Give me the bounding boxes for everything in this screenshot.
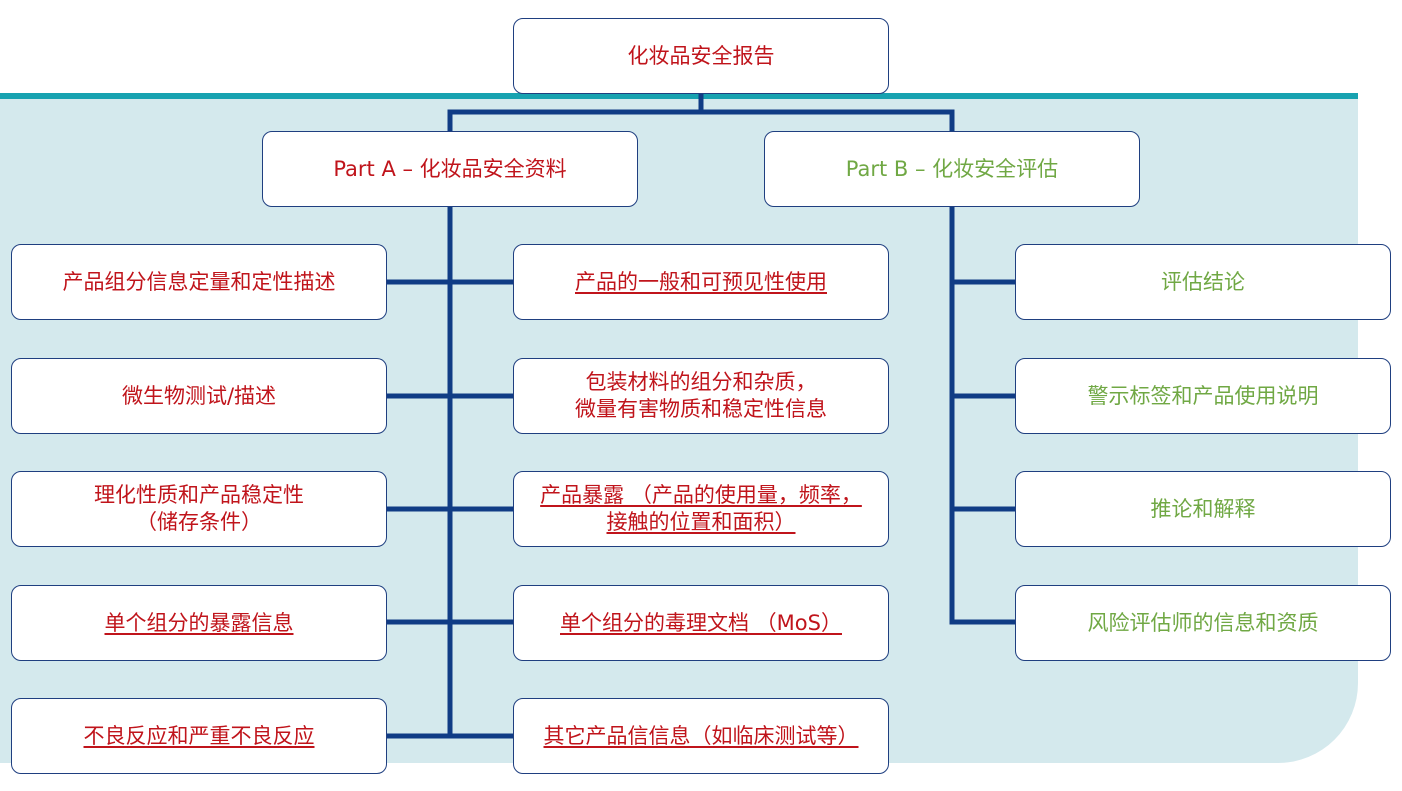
part-a-right-item: 包装材料的组分和杂质， 微量有害物质和稳定性信息 bbox=[513, 358, 889, 434]
root-node: 化妆品安全报告 bbox=[513, 18, 889, 94]
root-label: 化妆品安全报告 bbox=[627, 43, 775, 68]
part-b-item: 评估结论 bbox=[1015, 244, 1391, 320]
part-a-right-item: 产品的一般和可预见性使用 bbox=[513, 244, 889, 320]
item-label: 推论和解释 bbox=[1150, 496, 1256, 521]
part-b-label: Part B – 化妆安全评估 bbox=[845, 156, 1059, 181]
item-label: 理化性质和产品稳定性 （储存条件） bbox=[94, 483, 304, 534]
item-label: 风险评估师的信息和资质 bbox=[1087, 610, 1319, 635]
item-label: 微生物测试/描述 bbox=[121, 383, 277, 408]
part-b-node: Part B – 化妆安全评估 bbox=[764, 131, 1140, 207]
item-label: 单个组分的毒理文档 （MoS） bbox=[560, 610, 842, 635]
item-label: 警示标签和产品使用说明 bbox=[1087, 383, 1319, 408]
part-a-left-item: 理化性质和产品稳定性 （储存条件） bbox=[11, 471, 387, 547]
part-b-item: 风险评估师的信息和资质 bbox=[1015, 585, 1391, 661]
item-label: 单个组分的暴露信息 bbox=[104, 610, 294, 635]
part-a-left-item: 微生物测试/描述 bbox=[11, 358, 387, 434]
item-label: 评估结论 bbox=[1161, 269, 1245, 294]
part-a-label: Part A – 化妆品安全资料 bbox=[333, 156, 567, 181]
part-a-right-item: 产品暴露 （产品的使用量，频率， 接触的位置和面积） bbox=[513, 471, 889, 547]
part-a-right-item: 单个组分的毒理文档 （MoS） bbox=[513, 585, 889, 661]
part-a-left-item: 单个组分的暴露信息 bbox=[11, 585, 387, 661]
item-label: 不良反应和严重不良反应 bbox=[83, 723, 315, 748]
part-a-left-item: 不良反应和严重不良反应 bbox=[11, 698, 387, 774]
item-label: 包装材料的组分和杂质， 微量有害物质和稳定性信息 bbox=[575, 370, 827, 421]
part-a-right-item: 其它产品信信息（如临床测试等） bbox=[513, 698, 889, 774]
item-label: 产品暴露 （产品的使用量，频率， 接触的位置和面积） bbox=[540, 483, 862, 534]
part-b-item: 推论和解释 bbox=[1015, 471, 1391, 547]
item-label: 产品的一般和可预见性使用 bbox=[575, 269, 827, 294]
part-b-item: 警示标签和产品使用说明 bbox=[1015, 358, 1391, 434]
item-label: 其它产品信信息（如临床测试等） bbox=[543, 723, 859, 748]
part-a-node: Part A – 化妆品安全资料 bbox=[262, 131, 638, 207]
item-label: 产品组分信息定量和定性描述 bbox=[62, 269, 336, 294]
part-a-left-item: 产品组分信息定量和定性描述 bbox=[11, 244, 387, 320]
header-rule bbox=[0, 93, 1358, 99]
